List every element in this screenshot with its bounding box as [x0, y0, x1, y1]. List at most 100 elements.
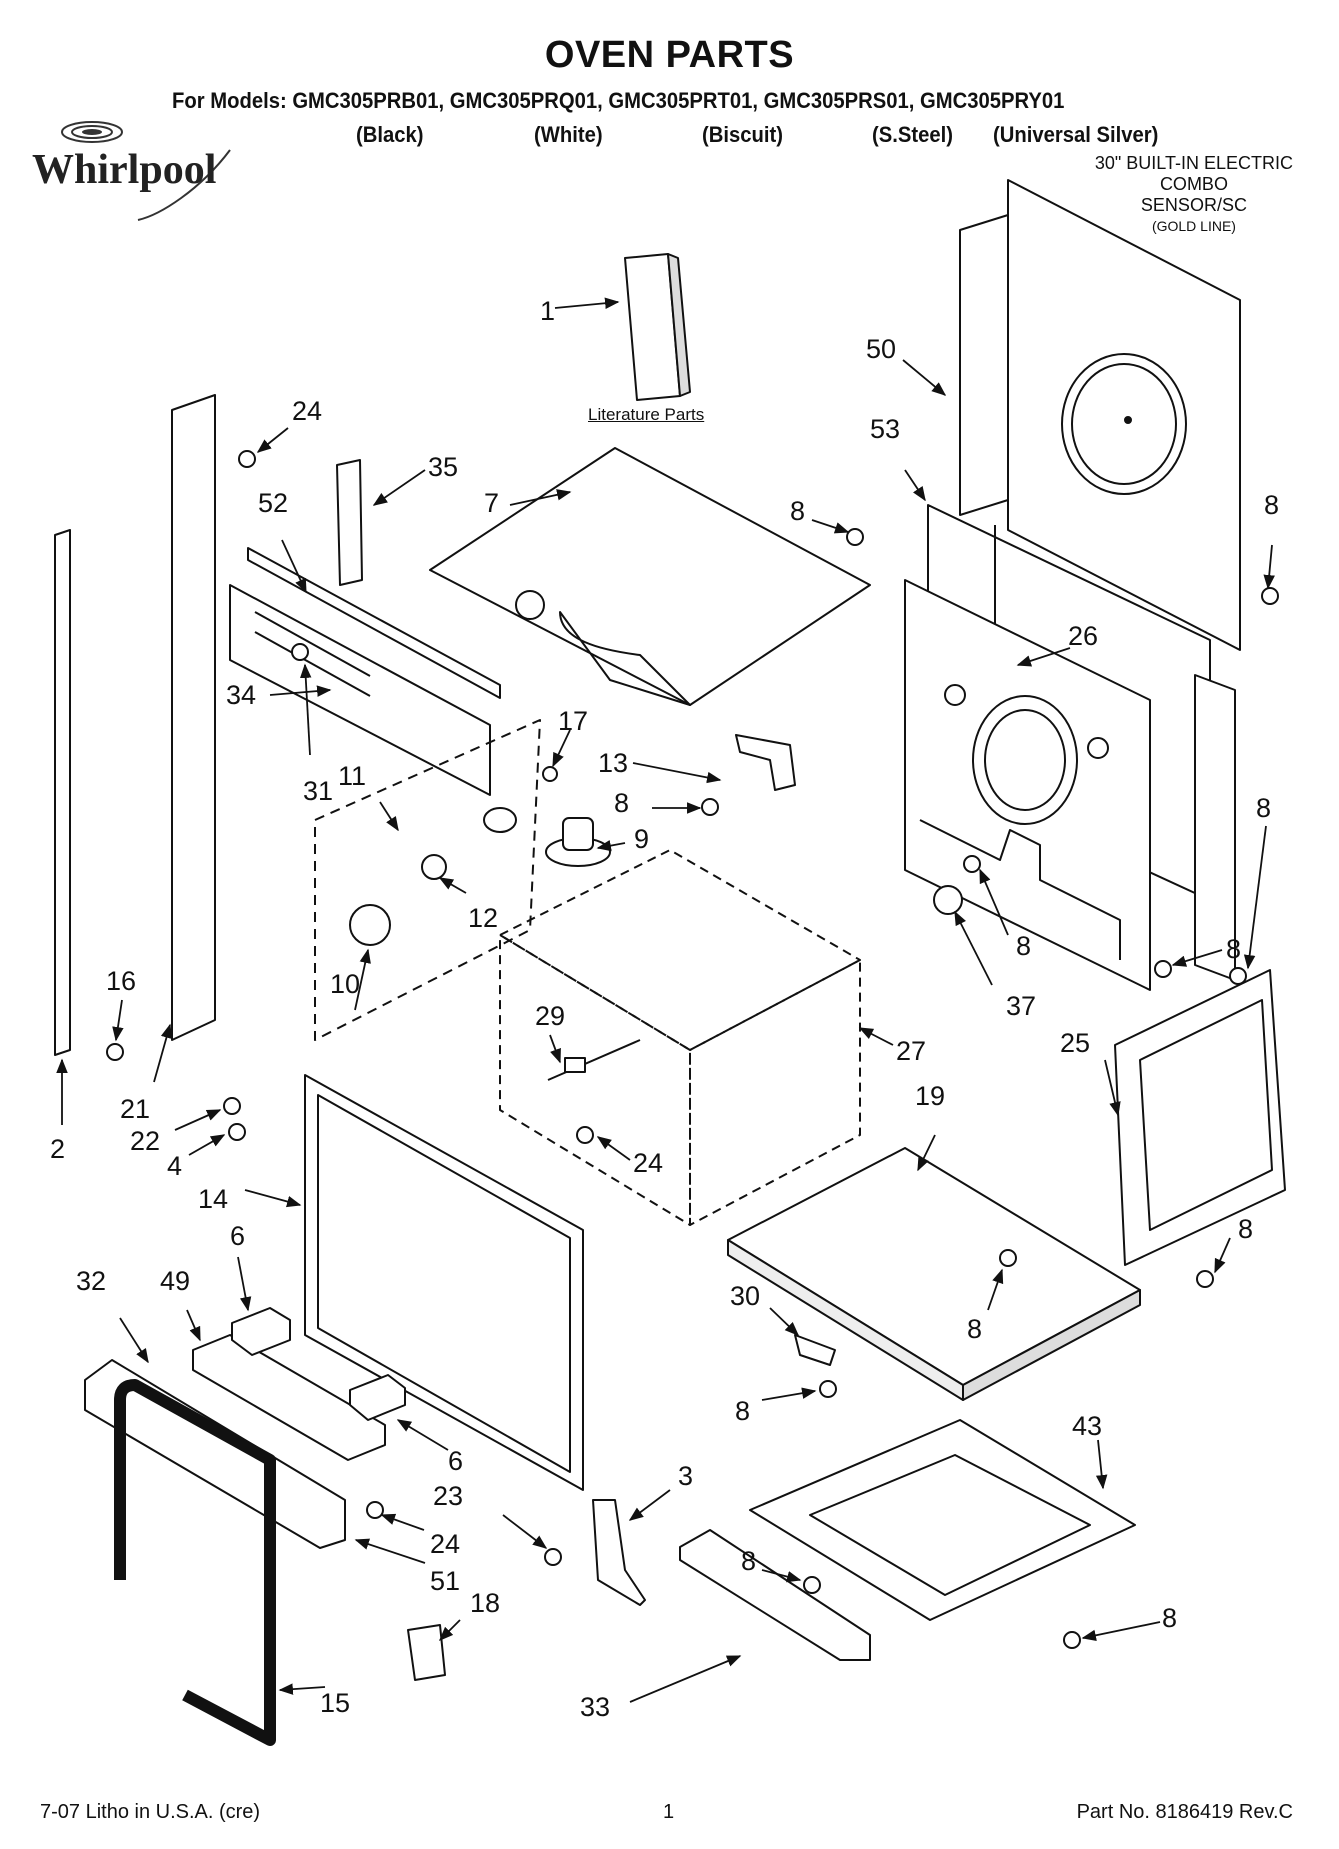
- callout-c23: 23: [433, 1481, 463, 1511]
- callout-c43: 43: [1072, 1411, 1102, 1441]
- color-black: (Black): [356, 122, 424, 147]
- probe-wire: [547, 1039, 641, 1081]
- product-line-2: COMBO: [1159, 174, 1228, 194]
- callout-c33: 33: [580, 1692, 610, 1722]
- product-line-1: 30" BUILT-IN ELECTRIC: [1094, 153, 1293, 173]
- callout-c8h: 8: [967, 1314, 982, 1344]
- callout-c4: 4: [167, 1151, 182, 1181]
- mount-bracket: [735, 734, 796, 791]
- clip-30: [794, 1334, 836, 1366]
- callout-c7: 7: [484, 488, 499, 518]
- model-list: For Models: GMC305PRB01, GMC305PRQ01, GM…: [172, 88, 1065, 113]
- lower-frame: [749, 1419, 1136, 1621]
- callout-c24a: 24: [292, 396, 322, 426]
- callout-c24b: 24: [633, 1148, 663, 1178]
- callout-c25: 25: [1060, 1028, 1090, 1058]
- callout-c12: 12: [468, 903, 498, 933]
- callout-c3: 3: [678, 1461, 693, 1491]
- callout-c8k: 8: [1162, 1603, 1177, 1633]
- callout-c32: 32: [76, 1266, 106, 1296]
- callout-c8j: 8: [741, 1546, 756, 1576]
- callout-c24c: 24: [430, 1529, 460, 1559]
- callout-c19: 19: [915, 1081, 945, 1111]
- callout-c15: 15: [320, 1688, 350, 1718]
- callout-c52: 52: [258, 488, 288, 518]
- bottom-tray: [727, 1147, 1141, 1401]
- callout-c29: 29: [535, 1001, 565, 1031]
- product-description: 30" BUILT-IN ELECTRIC COMBO SENSOR/SC (G…: [1095, 153, 1293, 237]
- literature-parts: [624, 253, 691, 401]
- footer-print-info: 7-07 Litho in U.S.A. (cre): [40, 1801, 261, 1823]
- callout-c6a: 6: [230, 1221, 245, 1251]
- side-panel: [1114, 969, 1286, 1266]
- duct: [336, 459, 363, 586]
- footer-page-number: 1: [663, 1801, 675, 1823]
- brand-name: Whirlpool: [32, 147, 217, 193]
- trim-strip: [54, 529, 71, 1056]
- callout-c22: 22: [130, 1126, 160, 1156]
- latch-18: [407, 1624, 446, 1681]
- callout-c8f: 8: [1226, 934, 1241, 964]
- color-white: (White): [534, 122, 603, 147]
- vent-trim: [84, 1359, 346, 1549]
- door-frame: [304, 1074, 584, 1491]
- callout-c16: 16: [106, 966, 136, 996]
- rear-panel: [959, 179, 1241, 651]
- callout-c53: 53: [870, 414, 900, 444]
- callout-c35: 35: [428, 452, 458, 482]
- literature-parts-label: Literature Parts: [588, 405, 705, 424]
- color-steel: (S.Steel): [872, 122, 953, 147]
- callout-c8i: 8: [735, 1396, 750, 1426]
- callout-c6b: 6: [448, 1446, 463, 1476]
- screws: [106, 450, 1279, 1649]
- callout-c27: 27: [896, 1036, 926, 1066]
- vent-panel: [229, 584, 491, 796]
- knob-10: [349, 904, 391, 946]
- callout-c8g: 8: [1238, 1214, 1253, 1244]
- oven-cavity: [499, 849, 861, 1226]
- callout-c1: 1: [540, 296, 555, 326]
- callout-c30: 30: [730, 1281, 760, 1311]
- hinge-bracket: [592, 1499, 646, 1606]
- color-biscuit: (Biscuit): [702, 122, 783, 147]
- callout-c49: 49: [160, 1266, 190, 1296]
- callout-c51: 51: [430, 1566, 460, 1596]
- callout-c9: 9: [634, 824, 649, 854]
- top-plate: [429, 447, 871, 706]
- callout-c14: 14: [198, 1184, 228, 1214]
- callout-c2: 2: [50, 1134, 65, 1164]
- product-series: (GOLD LINE): [1151, 218, 1236, 234]
- knob-11: [483, 807, 517, 833]
- callout-c26: 26: [1068, 621, 1098, 651]
- color-universal-silver: (Universal Silver): [993, 122, 1159, 147]
- callout-c18: 18: [470, 1588, 500, 1618]
- callout-c31: 31: [303, 776, 333, 806]
- callout-c34: 34: [226, 680, 256, 710]
- side-trim: [171, 394, 216, 1041]
- vent-strip: [247, 547, 501, 699]
- callout-c8a: 8: [790, 496, 805, 526]
- callout-c8d: 8: [1256, 793, 1271, 823]
- callout-c8c: 8: [614, 788, 629, 818]
- lower-trim: [679, 1529, 871, 1661]
- back-wall: [904, 579, 1236, 991]
- footer-part-number: Part No. 8186419 Rev.C: [1076, 1801, 1293, 1823]
- insulation-49: [192, 1334, 386, 1461]
- callout-c37: 37: [1006, 991, 1036, 1021]
- switch-group: [314, 719, 541, 1041]
- callout-c10: 10: [330, 969, 360, 999]
- leader-lines: [56, 297, 1275, 1703]
- page-title: OVEN PARTS: [544, 34, 795, 76]
- callout-c17: 17: [558, 706, 588, 736]
- knob-12: [421, 854, 447, 880]
- callout-c8b: 8: [1264, 490, 1279, 520]
- callout-c13: 13: [598, 748, 628, 778]
- product-line-3: SENSOR/SC: [1140, 195, 1247, 215]
- block-6a: [231, 1307, 291, 1356]
- callout-c8e: 8: [1016, 931, 1031, 961]
- callout-c21: 21: [120, 1094, 150, 1124]
- callout-c50: 50: [866, 334, 896, 364]
- thermostat: [933, 885, 963, 915]
